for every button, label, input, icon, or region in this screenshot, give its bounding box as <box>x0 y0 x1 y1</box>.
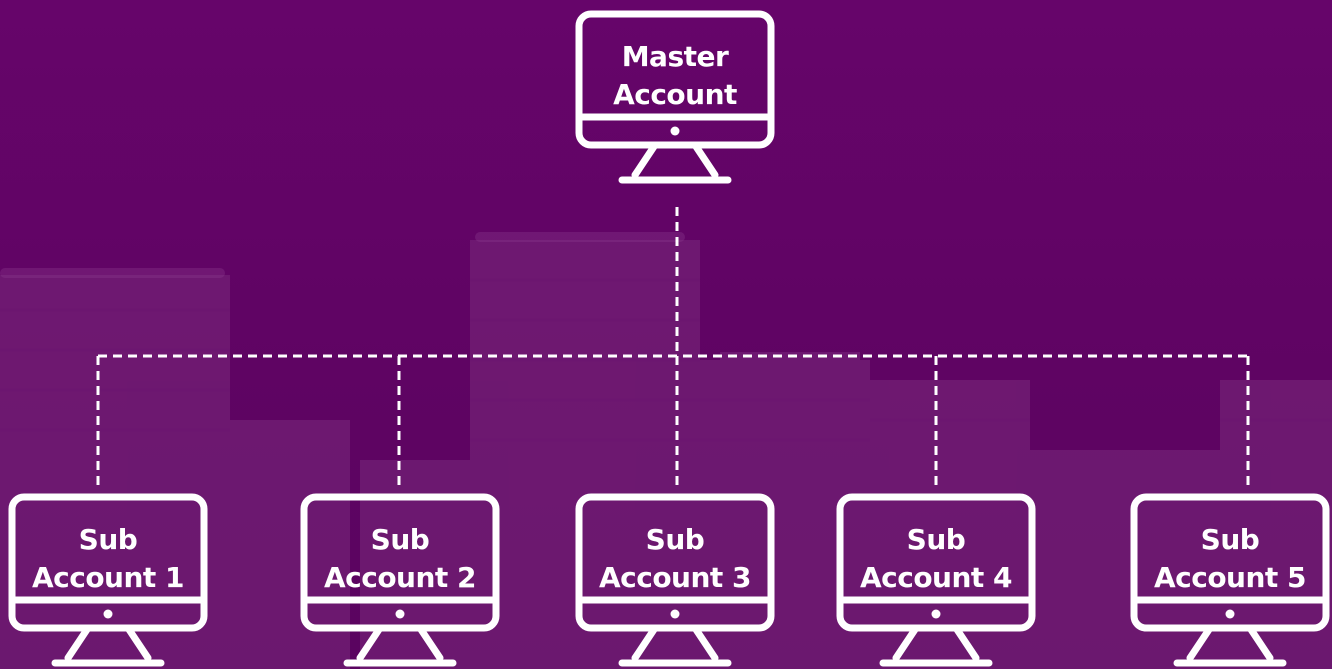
monitor-icon <box>1130 493 1330 667</box>
master-account-node: Master Account <box>575 10 775 196</box>
sub-4-label-line2: Account 4 <box>859 561 1013 594</box>
sub-5-label-line1: Sub <box>1200 523 1260 556</box>
monitor-icon <box>8 493 208 667</box>
sub-4-label-line1: Sub <box>906 523 966 556</box>
monitor-icon <box>300 493 500 667</box>
sub-5-label-line2: Account 5 <box>1153 561 1307 594</box>
sub-1-label-line2: Account 1 <box>31 561 185 594</box>
monitor-icon <box>575 10 775 184</box>
sub-3-label-line1: Sub <box>645 523 705 556</box>
sub-account-2-node: Sub Account 2 <box>300 493 500 669</box>
sub-account-1-node: Sub Account 1 <box>8 493 208 669</box>
sub-2-label-line1: Sub <box>370 523 430 556</box>
monitor-icon <box>575 493 775 667</box>
monitor-icon <box>836 493 1036 667</box>
sub-account-5-node: Sub Account 5 <box>1130 493 1330 669</box>
master-label-line2: Account <box>613 78 737 111</box>
sub-account-3-node: Sub Account 3 <box>575 493 775 669</box>
sub-3-label-line2: Account 3 <box>598 561 752 594</box>
master-label-line1: Master <box>621 40 729 73</box>
sub-account-4-node: Sub Account 4 <box>836 493 1036 669</box>
sub-2-label-line2: Account 2 <box>323 561 477 594</box>
sub-1-label-line1: Sub <box>78 523 138 556</box>
